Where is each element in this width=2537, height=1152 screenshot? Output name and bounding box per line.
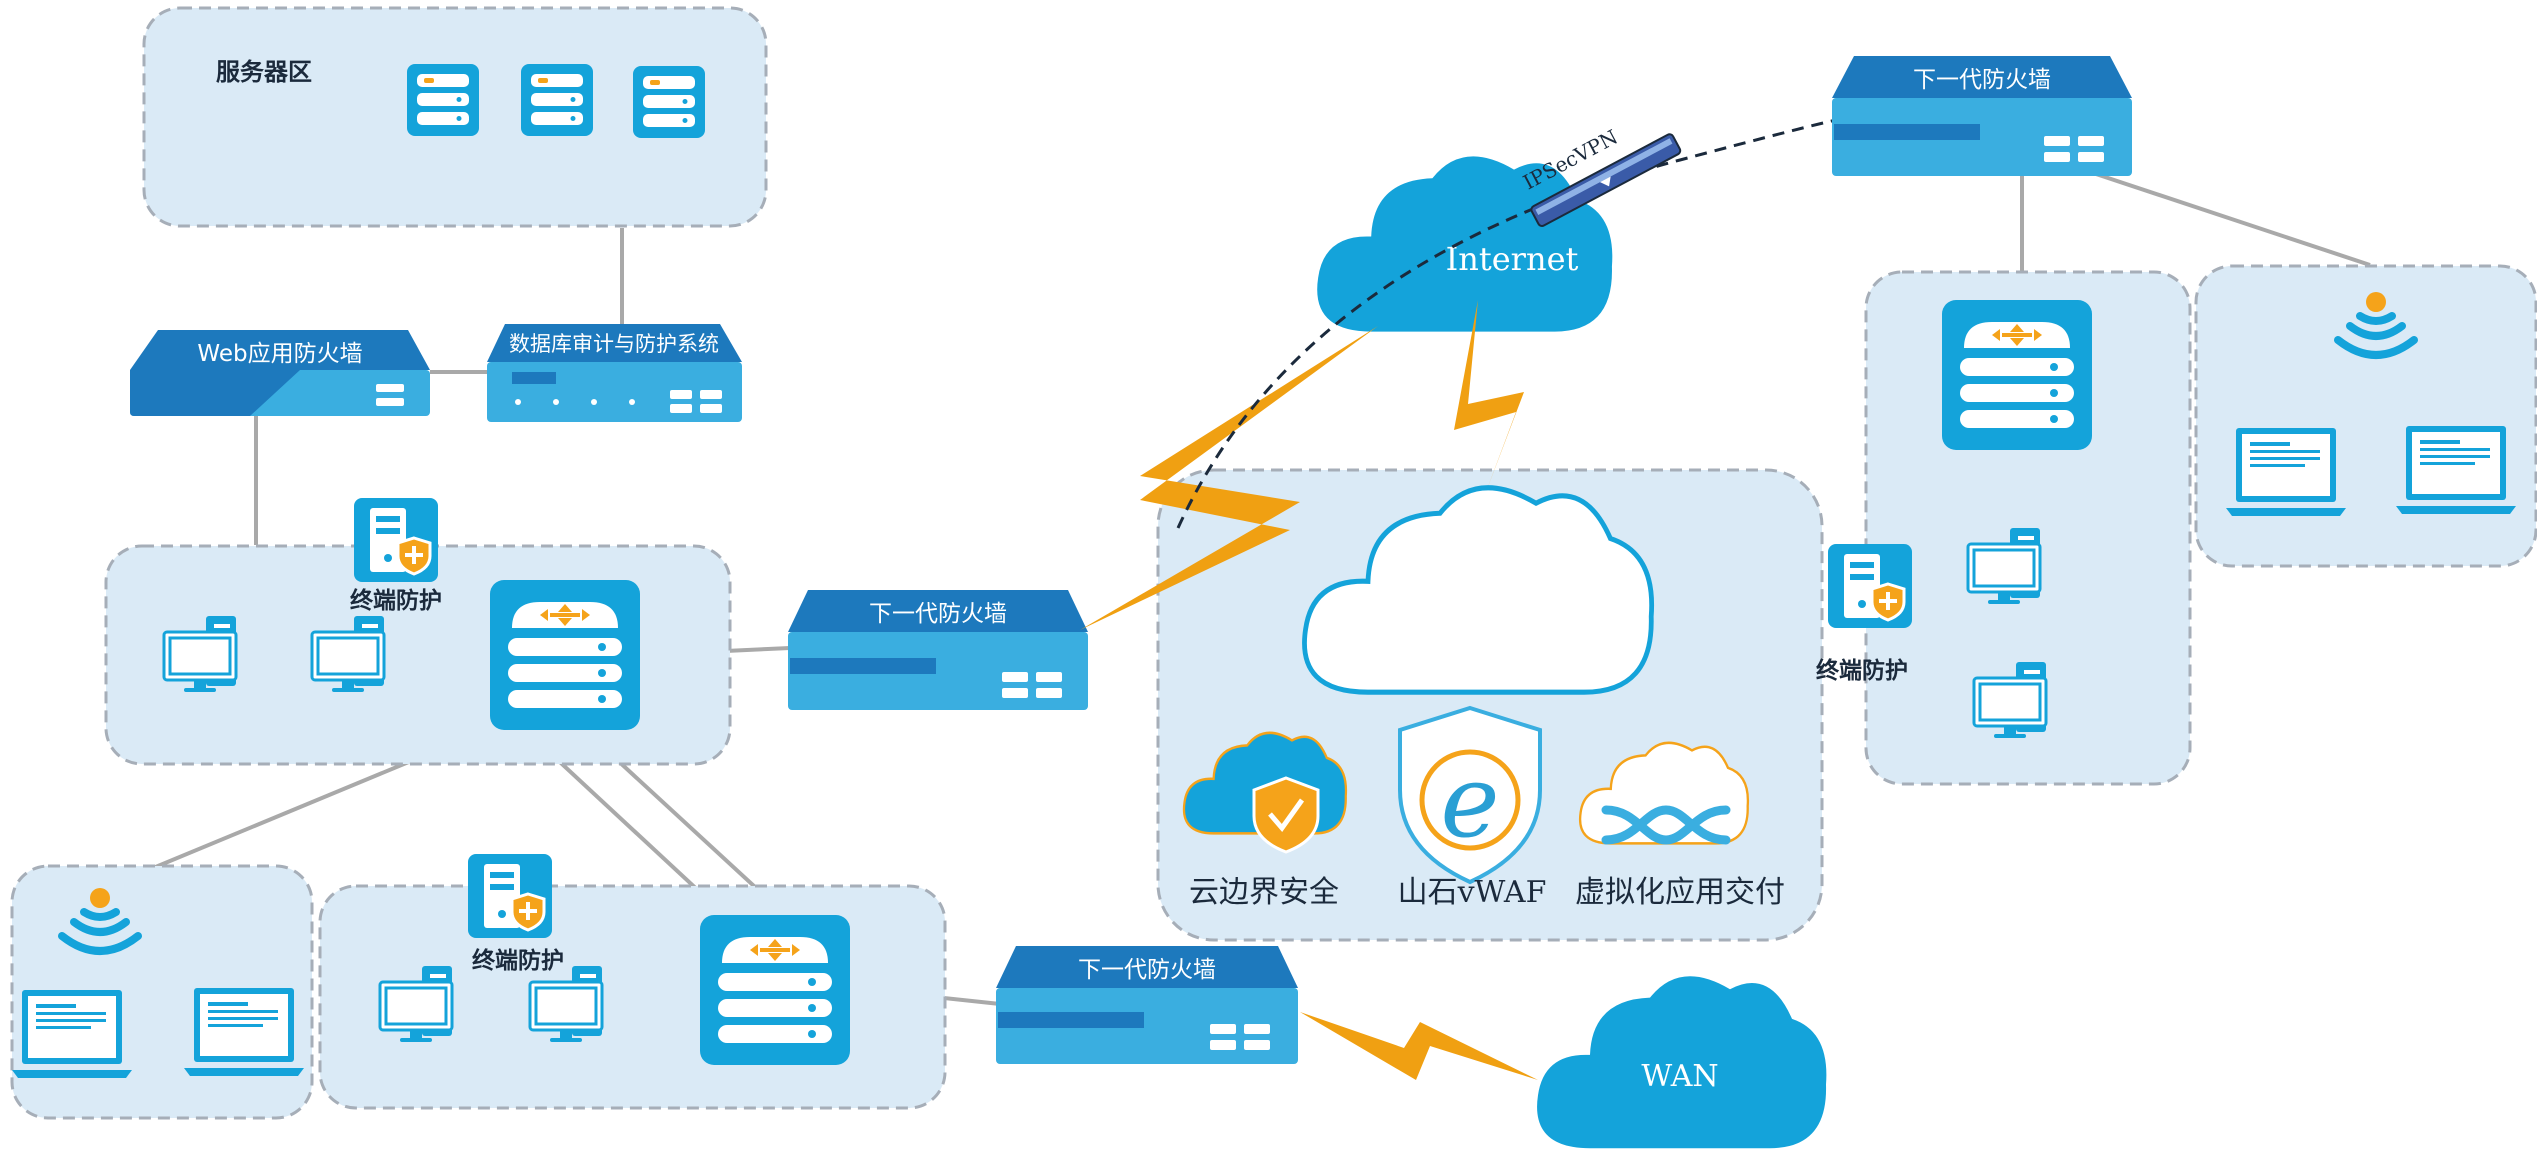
branch-switch-icon — [1942, 300, 2092, 450]
endpoint-protection-label: 终端防护 — [472, 947, 564, 974]
db-audit-label: 数据库审计与防护系统 — [509, 332, 719, 356]
endpoint-protection-icon — [466, 852, 554, 940]
ngfw-branch-label: 下一代防火墙 — [1913, 67, 2051, 93]
endpoint-protection-icon — [352, 496, 440, 584]
vwaf-shield-icon: e — [1398, 705, 1542, 885]
web-waf-device: Web应用防火墙 — [130, 330, 430, 416]
server-zone-label: 服务器区 — [216, 58, 312, 86]
server-rack-icon — [633, 66, 705, 138]
ngfw-wan-device: 下一代防火墙 — [996, 946, 1298, 1064]
access-switch-icon — [700, 915, 850, 1065]
endpoint-protection-icon — [1826, 542, 1914, 630]
lightning-bolt-wan — [1300, 1012, 1538, 1080]
server-rack-icon — [407, 64, 479, 136]
zone-branch-wireless — [2194, 264, 2537, 568]
db-audit-device: 数据库审计与防护系统 — [487, 324, 742, 422]
endpoint-protection-label: 终端防护 — [350, 587, 442, 614]
app-delivery-cloud-icon — [1578, 741, 1750, 845]
internet-label: Internet — [1446, 240, 1579, 278]
cloud-boundary-security-label: 云边界安全 — [1189, 875, 1339, 910]
virtual-app-delivery-label: 虚拟化应用交付 — [1575, 875, 1785, 910]
wan-label: WAN — [1641, 1059, 1718, 1094]
web-waf-label: Web应用防火墙 — [197, 341, 362, 367]
lightning-bolts — [1080, 300, 1538, 1080]
endpoint-protection-label: 终端防护 — [1816, 657, 1908, 684]
server-rack-icon — [521, 64, 593, 136]
lightning-bolt-internet-cloud — [1454, 300, 1524, 492]
ngfw-main-label: 下一代防火墙 — [869, 601, 1007, 627]
internet-cloud: Internet — [1317, 156, 1613, 332]
shanshi-vwaf-label: 山石vWAF — [1398, 875, 1547, 910]
vpn-tunnel-icon — [1530, 133, 1682, 228]
wan-cloud: WAN — [1537, 976, 1827, 1149]
ngfw-wan-label: 下一代防火墙 — [1078, 957, 1216, 983]
svg-text:e: e — [1440, 743, 1499, 860]
core-switch-icon — [490, 580, 640, 730]
cloud-boundary-security-icon — [1182, 731, 1348, 854]
ngfw-branch-device: 下一代防火墙 — [1832, 56, 2132, 176]
ngfw-main-device: 下一代防火墙 — [788, 590, 1088, 710]
